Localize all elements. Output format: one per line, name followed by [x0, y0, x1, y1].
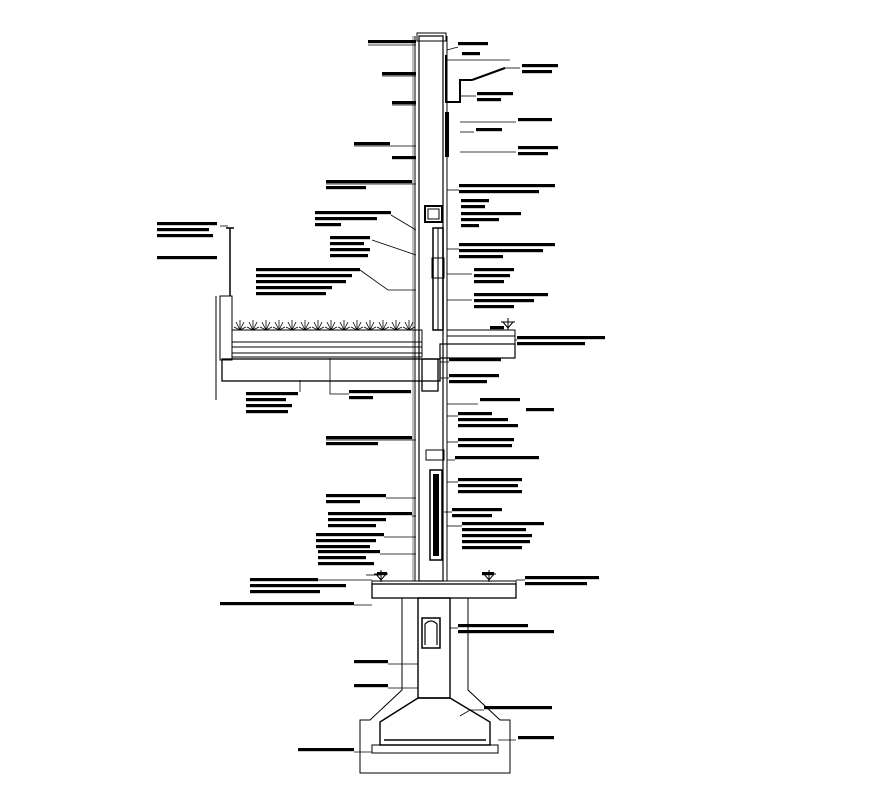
annotation-note — [447, 478, 522, 494]
annotation-note — [447, 268, 514, 284]
annotation-note — [490, 326, 504, 330]
annotation-note — [482, 572, 494, 576]
plant-symbol — [402, 320, 416, 331]
annotation-note — [220, 602, 372, 606]
annotation-note — [461, 199, 489, 209]
annotation-note — [447, 243, 555, 259]
annotation-note — [328, 512, 416, 528]
annotation-note — [446, 42, 488, 51]
annotation-note — [444, 508, 502, 518]
annotation-note — [460, 118, 552, 123]
annotation-note — [447, 398, 520, 405]
annotation-note — [516, 576, 599, 586]
annotation-note — [326, 494, 416, 504]
annotation-note — [526, 408, 554, 412]
annotation-note — [515, 336, 605, 346]
annotation-note — [461, 212, 521, 228]
annotation-note — [377, 572, 387, 576]
plant-symbol — [376, 320, 390, 331]
annotation-note — [460, 146, 558, 156]
annotation-note — [326, 180, 416, 190]
annotation-note — [354, 684, 418, 689]
annotation-note — [450, 624, 554, 634]
plant-symbol — [337, 320, 351, 331]
plant-symbol — [272, 320, 286, 331]
annotation-callouts — [157, 40, 605, 753]
foundation-footing — [359, 597, 511, 774]
annotation-note — [157, 222, 228, 238]
annotation-note — [392, 156, 416, 160]
annotation-note — [460, 128, 502, 133]
annotation-note — [368, 40, 416, 46]
annotation-note — [330, 236, 417, 258]
parapet-coping — [416, 32, 510, 157]
annotation-note — [459, 706, 552, 717]
plant-symbol — [259, 320, 273, 331]
plant-symbol — [363, 320, 377, 331]
annotation-note — [298, 748, 372, 753]
annotation-note — [315, 211, 417, 231]
annotation-note — [505, 64, 558, 74]
annotation-note — [447, 456, 539, 461]
upper-window — [424, 205, 445, 331]
roof-garden-slab — [215, 227, 441, 400]
annotation-note — [460, 92, 513, 102]
annotation-note — [392, 101, 416, 106]
annotation-note — [250, 578, 372, 594]
plant-symbol — [246, 320, 260, 331]
plant-symbol — [298, 320, 312, 331]
lower-window — [425, 449, 445, 561]
annotation-note — [157, 256, 217, 260]
annotation-note — [382, 72, 416, 77]
annotation-note — [318, 550, 416, 566]
annotation-note — [447, 522, 544, 550]
annotation-note — [440, 374, 499, 384]
plant-symbol — [324, 320, 338, 331]
annotation-note — [440, 358, 501, 363]
annotation-note — [326, 436, 416, 446]
annotation-note — [354, 660, 418, 665]
annotation-note — [246, 380, 301, 414]
annotation-note — [498, 736, 554, 741]
annotation-note — [447, 184, 555, 194]
plant-symbol — [233, 320, 247, 331]
annotation-note — [354, 142, 416, 147]
annotation-note — [256, 268, 416, 296]
annotation-note — [447, 412, 518, 428]
annotation-note — [447, 438, 514, 448]
plant-symbol — [311, 320, 325, 331]
plant-symbol — [389, 320, 403, 331]
plant-symbol — [350, 320, 364, 331]
plant-symbol — [285, 320, 299, 331]
annotation-note — [462, 52, 480, 56]
annotation-note — [447, 293, 548, 309]
terrace-floor-right — [439, 318, 516, 359]
annotation-note — [316, 533, 416, 549]
annotation-note — [329, 358, 411, 400]
